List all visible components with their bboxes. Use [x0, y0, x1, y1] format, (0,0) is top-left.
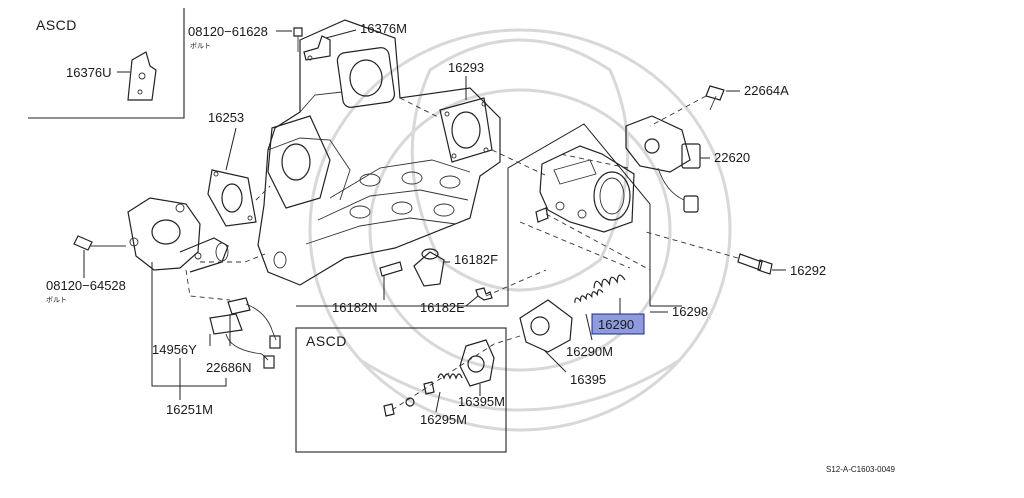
label-08120-64528-sub: ボルト [46, 296, 67, 304]
ascd-top-title: ASCD [36, 17, 77, 33]
label-16298: 16298 [672, 304, 708, 319]
sensors-14956y-22686n: 14956Y 22686N 16251M [151, 262, 281, 417]
bracket-16376m: 08120−61628 ボルト 16376M [188, 21, 407, 61]
label-16182F: 16182F [454, 252, 498, 267]
label-16292: 16292 [790, 263, 826, 278]
ascd-bottom-title: ASCD [306, 333, 347, 349]
label-14956Y: 14956Y [152, 342, 197, 357]
label-16182E: 16182E [420, 300, 465, 315]
throttle-body [519, 145, 651, 271]
label-08120-64528: 08120−64528 [46, 278, 126, 293]
label-16290M: 16290M [566, 344, 613, 359]
label-22664A: 22664A [744, 83, 789, 98]
gasket-16293: 16293 [399, 60, 546, 176]
drawing-code: S12-A-C1603-0049 [826, 465, 895, 474]
ascd-inset-bottom: ASCD 16395M 16295M [295, 327, 521, 453]
watermark-emblem [308, 28, 732, 432]
label-22686N: 22686N [206, 360, 252, 375]
ascd-inset-top: ASCD 16376U [28, 8, 185, 119]
label-08120-61628-sub: ボルト [190, 42, 211, 50]
label-16295M: 16295M [420, 412, 467, 427]
label-16251M: 16251M [166, 402, 213, 417]
bolt-16292: 16292 [645, 231, 826, 278]
label-16395: 16395 [570, 372, 606, 387]
highlight-16290 [591, 313, 645, 335]
throttle-position-sensor: 22664A 22620 [559, 83, 789, 213]
return-springs: 16290M 16290 16395 [519, 274, 645, 387]
gasket-16253: 16253 [207, 110, 271, 227]
intake-manifold [257, 19, 501, 286]
label-16182N: 16182N [332, 300, 378, 315]
label-16376U: 16376U [66, 65, 112, 80]
label-16290: 16290 [598, 317, 634, 332]
label-16376M: 16376M [360, 21, 407, 36]
label-16293: 16293 [448, 60, 484, 75]
throttle-body-frame: 16298 [296, 123, 708, 319]
label-16253: 16253 [208, 110, 244, 125]
water-housing: 08120−64528 ボルト [46, 197, 266, 304]
label-08120-61628: 08120−61628 [188, 24, 268, 39]
label-16395M: 16395M [458, 394, 505, 409]
idle-valve-parts: 16182F 16182N 16182E [332, 248, 547, 315]
bracket-16376u-shape [127, 51, 157, 101]
label-22620: 22620 [714, 150, 750, 165]
